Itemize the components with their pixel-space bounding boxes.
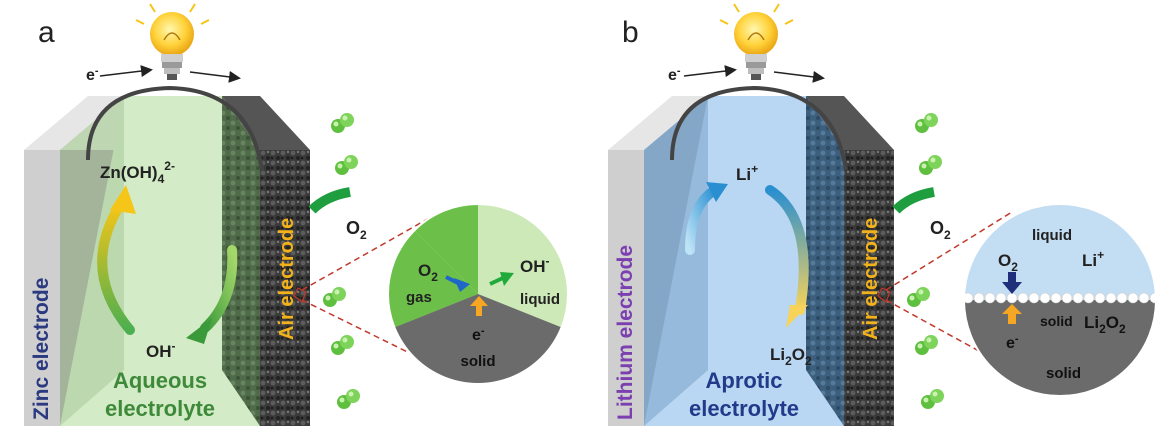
zinc-electrode: [24, 150, 60, 426]
hydroxide-ion-label: OH-: [146, 339, 176, 361]
circle-b-solid-label: solid: [1046, 365, 1081, 382]
lithium-electrode-label: Lithium electrode: [614, 245, 637, 420]
circle-electron-label: e-: [472, 325, 485, 344]
oxygen-molecules-b: [907, 113, 944, 409]
light-bulb-icon: [135, 3, 210, 80]
electrolyte-shadow: [60, 96, 124, 426]
circle-b-o2-arrow: [1002, 282, 1022, 294]
three-phase-boundary-circle: [387, 203, 569, 385]
circle-oh-label: OH-: [520, 254, 550, 276]
oxygen-label-b: O2: [930, 218, 951, 242]
air-electrode-b-inner: [806, 96, 844, 426]
zincate-ion-label: Zn(OH)42-: [100, 159, 175, 186]
circle-o2-label: O2: [418, 261, 438, 284]
zoom-point-b: [877, 287, 891, 303]
oxygen-inflow-arrow: [308, 187, 351, 214]
air-electrode-inner: [222, 96, 260, 426]
oxygen-label: O2: [346, 218, 367, 242]
circle-gas-label: gas: [406, 289, 432, 306]
lithium-electrode: [608, 150, 644, 426]
oxygen-molecules: [323, 113, 360, 409]
zoom-line-b-bottom: [885, 299, 1011, 369]
electron-label: e-: [86, 65, 99, 84]
panel-b-label: b: [622, 16, 639, 49]
light-bulb-icon-b: [719, 3, 794, 80]
zincate-arrow-head: [110, 185, 136, 214]
external-wire-b: [670, 85, 848, 171]
panel-a: a Zinc electrode Air electrode e-: [24, 3, 569, 426]
circle-liquid-label: liquid: [520, 291, 560, 308]
lithium-electrode-top: [608, 96, 708, 150]
circle-oh-arrow: [500, 272, 514, 286]
lithium-ion-arrow-head: [706, 182, 728, 202]
zoom-line-b-top: [885, 211, 1013, 291]
zoom-point: [293, 287, 307, 303]
electrolyte-b-label-line2: electrolyte: [689, 396, 799, 421]
circle-solid-label: solid: [460, 353, 495, 370]
zincate-formation-arrow: [97, 200, 135, 335]
air-electrode-b-label: Air electrode: [860, 218, 882, 340]
lithium-peroxide-label: Li2O2: [770, 345, 812, 368]
panel-a-label: a: [38, 16, 55, 49]
electron-flow-arrow-left: [99, 65, 153, 78]
circle-b-electron-arrow: [1002, 304, 1022, 314]
air-electrode-b-top: [806, 96, 894, 150]
electron-flow-arrow-b-right: [773, 70, 825, 83]
air-electrode-label: Air electrode: [276, 218, 298, 340]
air-electrode: [260, 150, 310, 426]
electrolyte-label-line2: electrolyte: [105, 396, 215, 421]
circle-b-o2-arrow-shaft: [1008, 272, 1016, 282]
circle-electron-arrow: [470, 296, 488, 306]
zoom-line-top: [301, 211, 441, 291]
electrolyte-shadow-b: [644, 96, 708, 426]
circle-electron-arrow-shaft: [476, 304, 482, 316]
external-wire: [86, 85, 264, 171]
zinc-electrode-label: Zinc electrode: [30, 278, 53, 420]
oxygen-inflow-arrow-b: [892, 187, 935, 214]
product-formation-arrow: [765, 185, 809, 315]
lithium-ion-arrow: [685, 185, 720, 255]
lithium-ion-label: Li+: [736, 162, 758, 184]
electron-flow-arrow-b-left: [683, 65, 737, 78]
circle-b-electron-label: e-: [1006, 333, 1019, 352]
air-electrode-b: [844, 150, 894, 426]
circle-b-electron-arrow-shaft: [1008, 314, 1016, 324]
circle-b-product-label: Li2O2: [1084, 313, 1126, 336]
panel-b: b Lithium electrode Air electrode e-: [608, 3, 1157, 426]
zoom-line-bottom: [301, 299, 441, 369]
air-electrode-top: [222, 96, 310, 150]
circle-b-li-label: Li+: [1082, 248, 1104, 270]
discharge-interface-circle: [963, 203, 1157, 397]
circle-b-liquid-label: liquid: [1032, 227, 1072, 244]
electrolyte-b-label-line1: Aprotic: [706, 368, 783, 393]
electron-flow-arrow-right: [189, 70, 241, 83]
circle-b-solid-small-label: solid: [1040, 313, 1073, 329]
hydroxide-arrow-head: [186, 318, 212, 344]
circle-o2-arrow-shaft: [445, 275, 463, 287]
product-arrow-head: [786, 305, 808, 328]
electron-label-b: e-: [668, 65, 681, 84]
zinc-electrode-top: [24, 96, 124, 150]
circle-b-o2-label: O2: [998, 251, 1018, 274]
electrolyte-label-line1: Aqueous: [113, 368, 207, 393]
